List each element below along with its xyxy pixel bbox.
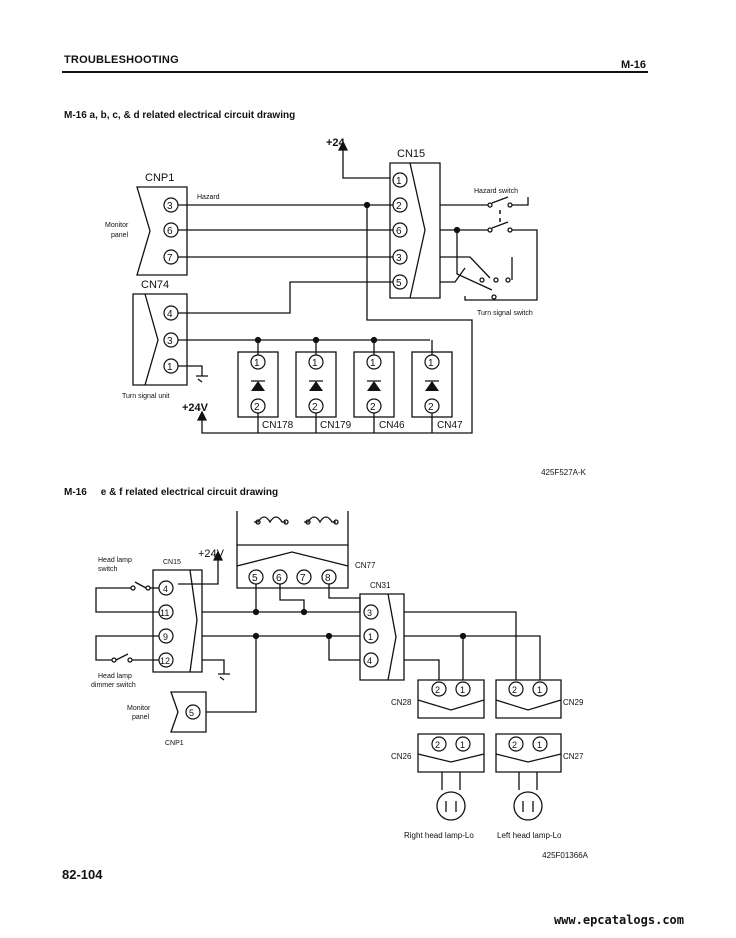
connector-cn47-label: CN47: [437, 420, 463, 431]
section1-title: M-16 a, b, c, & d related electrical cir…: [64, 110, 296, 121]
website-link[interactable]: www.epcatalogs.com: [553, 913, 684, 927]
lamp4-pin-1: 1: [428, 358, 434, 369]
turn-signal-unit-label: Turn signal unit: [122, 393, 170, 400]
connector-cn15-label: CN15: [397, 148, 425, 160]
connector-cn27: [495, 733, 562, 773]
connector-cn26-label: CN26: [391, 752, 412, 761]
cn15-pin-2: 2: [396, 201, 402, 212]
cn15-pin-1: 1: [396, 176, 402, 187]
cn28-pin-2: 2: [435, 685, 440, 695]
turn-signal-switch-label: Turn signal switch: [477, 310, 533, 317]
page-number: 82-104: [62, 867, 103, 882]
connector-cn178-label: CN178: [262, 420, 294, 431]
lamp1-pin-2: 2: [254, 402, 260, 413]
connector-cn77: [236, 544, 349, 589]
cn15-pin-6: 6: [396, 226, 402, 237]
section2-title-text: e & f related electrical circuit drawing: [100, 487, 279, 498]
cn15-pin-3: 3: [396, 253, 402, 264]
cn74-pin-1: 1: [167, 362, 173, 373]
connector-cn31: [359, 593, 405, 681]
diagram-2: 5 6 7 8 CN77 +24V CN15 4 11 9 12 Head la…: [91, 511, 584, 840]
head-lamp-switch-label-a: Head lamp: [98, 557, 132, 564]
head-lamp-switch-label-b: switch: [98, 566, 118, 573]
cn31-pin-1: 1: [368, 632, 373, 642]
lamp4-pin-2: 2: [428, 402, 434, 413]
cn27-pin-2: 2: [512, 740, 517, 750]
cn29-pin-2: 2: [512, 685, 517, 695]
cn15b-pin-11: 11: [160, 608, 169, 618]
connector-cnp1: [136, 186, 188, 276]
cn15-pin-5: 5: [396, 278, 402, 289]
monitor-panel2-label-a: Monitor: [127, 705, 151, 712]
connector-cn74: [132, 293, 188, 386]
monitor-panel2-label-b: panel: [132, 714, 150, 721]
cn77-pin-7: 7: [300, 573, 306, 584]
cn15b-pin-12: 12: [160, 656, 170, 666]
connector-cn15b: [152, 569, 203, 673]
connector-cnp1b: [170, 691, 207, 733]
cn77-pin-6: 6: [276, 573, 282, 584]
section2-code: M-16: [64, 487, 87, 498]
lamp3-pin-1: 1: [370, 358, 376, 369]
cn26-pin-2: 2: [435, 740, 440, 750]
connector-cn28-label: CN28: [391, 698, 412, 707]
cnp1-pin-6: 6: [167, 226, 173, 237]
lamp-connectors: [237, 351, 453, 418]
connector-cn26: [417, 733, 485, 773]
lamp3-pin-2: 2: [370, 402, 376, 413]
connector-cn46-label: CN46: [379, 420, 405, 431]
section2-title: M-16 e & f related electrical circuit dra…: [64, 487, 278, 498]
connector-cnp1b-label: CNP1: [165, 740, 184, 747]
cnp1-pin-7: 7: [167, 253, 173, 264]
cn28-pin-1: 1: [460, 685, 465, 695]
dimmer-switch-label-a: Head lamp: [98, 673, 132, 680]
figure-id-1: 425F527A-K: [541, 468, 586, 477]
supply-label-2: +24V: [182, 402, 209, 414]
cn29-pin-1: 1: [537, 685, 542, 695]
connector-cnp1-label: CNP1: [145, 172, 174, 184]
connector-cn28: [417, 679, 485, 719]
connector-cn15b-label: CN15: [163, 559, 181, 566]
right-head-lamp-label: Right head lamp-Lo: [404, 831, 474, 840]
cn26-pin-1: 1: [460, 740, 465, 750]
cn15b-pin-9: 9: [163, 632, 168, 642]
connector-cn15: [389, 162, 441, 299]
figure-id-2: 425F01366A: [542, 851, 588, 860]
header-rule: [62, 71, 648, 73]
connector-cn29: [495, 679, 562, 719]
connector-cn77-label: CN77: [355, 561, 376, 570]
hazard-switch-label: Hazard switch: [474, 188, 518, 195]
left-head-lamp-icon: [513, 791, 543, 821]
connector-cn179-label: CN179: [320, 420, 352, 431]
cn31-pin-3: 3: [367, 608, 372, 618]
cn27-pin-1: 1: [537, 740, 542, 750]
cn74-pin-3: 3: [167, 336, 173, 347]
cnp1-pin-3: 3: [167, 201, 173, 212]
diagram-1: +24 CNP1 3 6 7 Monitor panel Hazard CN15…: [105, 137, 538, 434]
monitor-panel-label-b: panel: [111, 232, 129, 239]
dimmer-switch-label-b: dimmer switch: [91, 682, 136, 689]
lamp1-pin-1: 1: [254, 358, 260, 369]
cn15b-pin-4: 4: [163, 584, 168, 594]
left-head-lamp-label: Left head lamp-Lo: [497, 831, 562, 840]
cn31-pin-4: 4: [367, 656, 372, 666]
monitor-panel-label-a: Monitor: [105, 222, 129, 229]
header-page-code: M-16: [620, 59, 646, 71]
cn77-pin-5: 5: [252, 573, 258, 584]
lamp2-pin-1: 1: [312, 358, 318, 369]
lamp2-pin-2: 2: [312, 402, 318, 413]
cnp1b-pin-5: 5: [189, 708, 194, 718]
cn77-pin-8: 8: [325, 573, 331, 584]
header-title: TROUBLESHOOTING: [64, 54, 179, 66]
connector-cn31-label: CN31: [370, 581, 391, 590]
supply-label-1: +24: [326, 137, 346, 149]
right-head-lamp-icon: [436, 791, 466, 821]
hazard-wire-label: Hazard: [197, 194, 220, 201]
cn74-pin-4: 4: [167, 309, 173, 320]
connector-cn74-label: CN74: [141, 279, 169, 291]
connector-cn27-label: CN27: [563, 752, 584, 761]
connector-cn29-label: CN29: [563, 698, 584, 707]
